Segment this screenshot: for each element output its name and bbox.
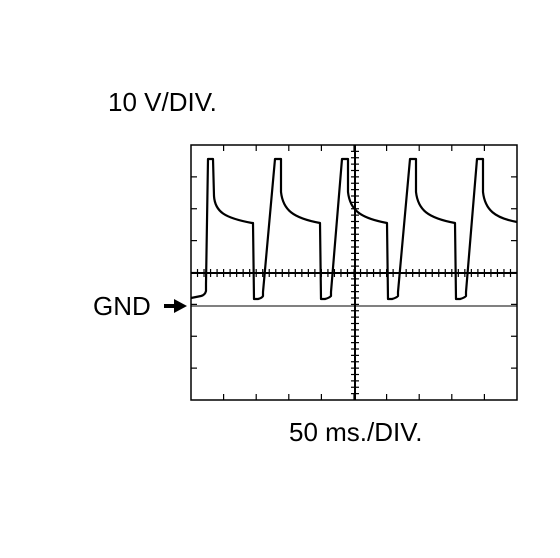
arrow-right-icon [164, 299, 187, 313]
horizontal-scale-label: 50 ms./DIV. [289, 417, 423, 447]
waveform-trace [190, 157, 518, 301]
vertical-scale-label: 10 V/DIV. [108, 87, 217, 117]
ground-label: GND [93, 291, 151, 321]
